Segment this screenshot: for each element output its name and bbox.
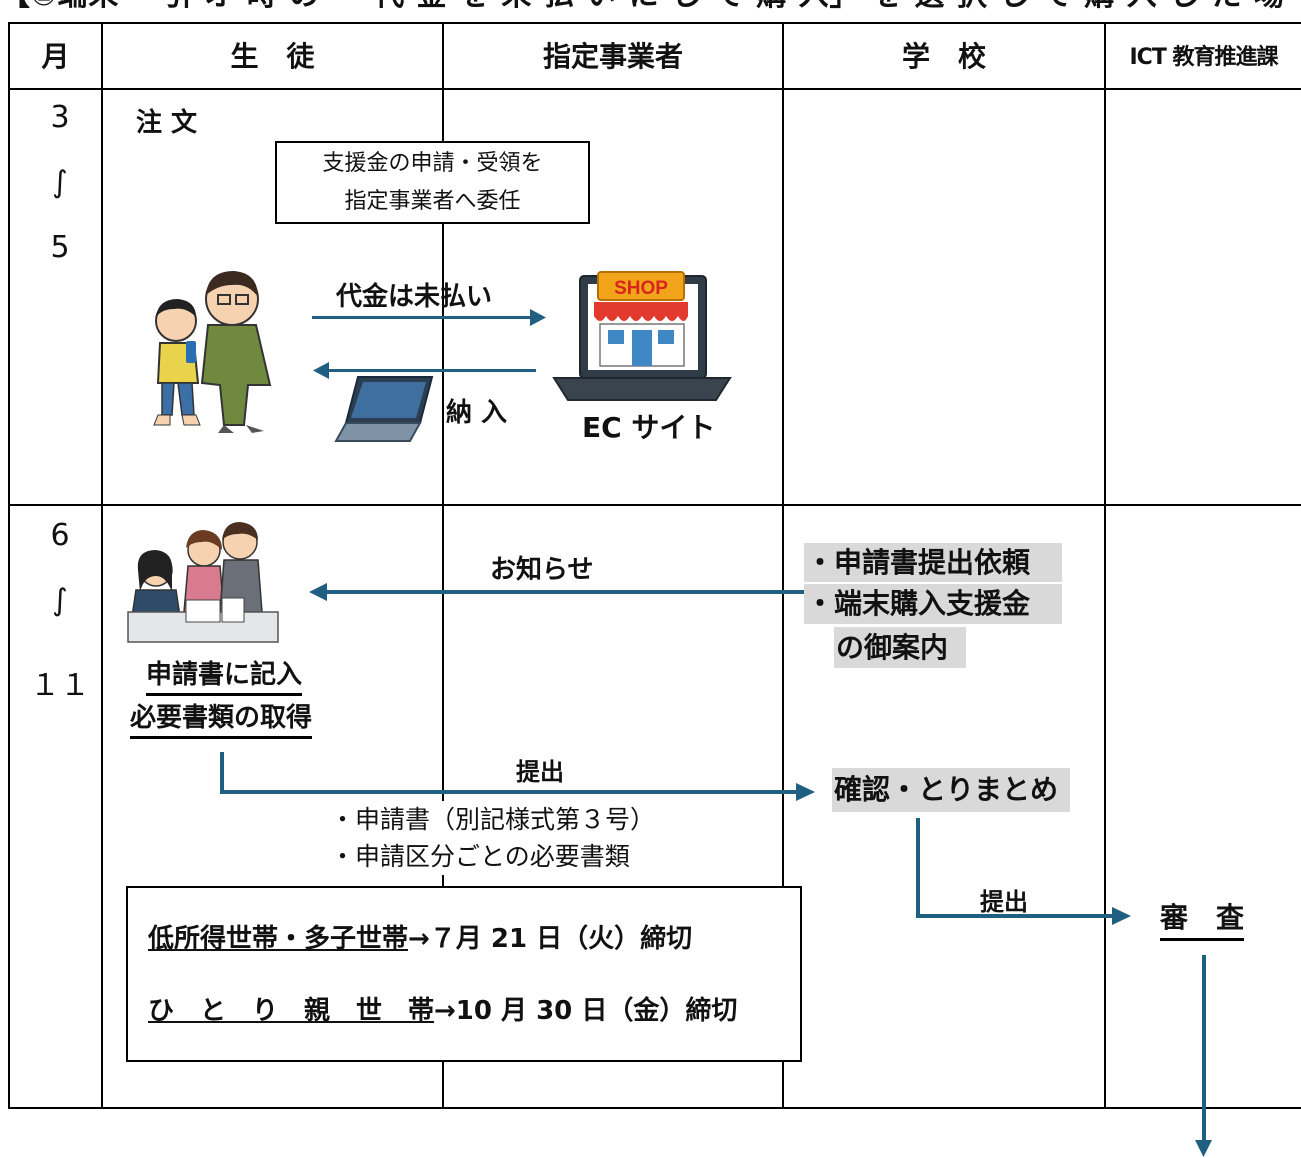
parent-child-illustration xyxy=(153,271,272,433)
review-arrow-vertical xyxy=(1202,955,1206,1143)
submit-doc-2: ・申請区分ごとの必要書類 xyxy=(330,842,630,871)
deadline-group-1: 低所得世帯・多子世帯 xyxy=(148,924,409,954)
notice-label: お知らせ xyxy=(490,555,594,585)
col-divider-school xyxy=(1104,22,1106,1109)
school-confirm: 確認・とりまとめ xyxy=(832,768,1070,812)
submit-label: 提出 xyxy=(516,758,564,786)
delegation-line-2: 指定事業者へ委任 xyxy=(344,189,521,214)
school-item-request: ・申請書提出依頼 xyxy=(804,543,1062,582)
submit-label-2: 提出 xyxy=(980,888,1028,916)
month-start: 3 xyxy=(50,100,70,135)
header-student: 生 徒 xyxy=(230,40,315,73)
deadline-group-2: ひ と り 親 世 帯 xyxy=(148,996,435,1026)
submit-arrow-horizontal xyxy=(220,790,798,794)
submit-arrow-2-head xyxy=(1112,907,1131,925)
ec-site-label: EC サイト xyxy=(582,411,716,444)
school-item-guide: ・端末購入支援金 xyxy=(804,584,1062,624)
student-action-fill-form: 申請書に記入 xyxy=(146,654,303,696)
delivery-arrow-head xyxy=(313,362,329,379)
laptop-icon xyxy=(334,376,434,442)
deadline-single-parent: ひ と り 親 世 帯→10 月 30 日（金）締切 xyxy=(148,990,737,1027)
submit-arrow-2-horizontal xyxy=(916,914,1114,918)
submit-arrow-2-vertical xyxy=(916,818,920,918)
month-start-2: 6 xyxy=(50,518,70,553)
header-designated: 指定事業者 xyxy=(542,40,683,73)
submit-arrow-vertical xyxy=(220,752,224,794)
month-range-symbol-2: ∫ xyxy=(52,583,68,618)
header-ict: ICT 教育推進課 xyxy=(1129,45,1279,70)
review-label: 審 査 xyxy=(1160,896,1245,941)
notice-arrow-line xyxy=(326,590,804,594)
table-bottom-border xyxy=(8,1107,1301,1109)
table-left-border xyxy=(8,22,10,1109)
family-consultation-illustration xyxy=(127,522,279,643)
month-end-2: １１ xyxy=(30,668,90,703)
delivery-arrow-line xyxy=(328,369,536,372)
table-top-border xyxy=(8,22,1301,24)
col-divider-student xyxy=(442,22,444,1109)
header-school: 学 校 xyxy=(901,40,986,73)
student-action-get-docs: 必要書類の取得 xyxy=(130,697,313,739)
deadline-box: 低所得世帯・多子世帯→７月 21 日（火）締切 ひ と り 親 世 帯→10 月… xyxy=(126,886,802,1062)
month-range-symbol: ∫ xyxy=(52,165,68,200)
col-divider-designated xyxy=(782,22,784,1109)
order-arrow-head xyxy=(530,309,546,326)
header-bottom-border xyxy=(8,88,1301,90)
submit-arrow-head xyxy=(796,783,815,801)
review-arrow-head xyxy=(1195,1140,1212,1157)
deadline-text-1: →７月 21 日（火）締切 xyxy=(408,924,693,954)
school-item-guide-cont: の御案内 xyxy=(834,627,966,668)
unpaid-label: 代金は未払い xyxy=(336,282,493,312)
deadline-text-2: →10 月 30 日（金）締切 xyxy=(434,996,738,1026)
shop-sign-text: SHOP xyxy=(614,278,668,299)
ec-shop-laptop-icon: SHOP xyxy=(552,271,732,401)
submit-doc-1: ・申請書（別記様式第３号） xyxy=(330,805,656,834)
row1-bottom-border xyxy=(8,504,1301,506)
delivery-label: 納 入 xyxy=(446,398,508,428)
order-label: 注 文 xyxy=(136,108,198,138)
notice-arrow-head xyxy=(309,583,327,601)
month-end: 5 xyxy=(50,230,70,265)
delegation-line-1: 支援金の申請・受領を xyxy=(322,151,543,176)
order-arrow-line xyxy=(312,316,534,319)
delegation-box: 支援金の申請・受領を 指定事業者へ委任 xyxy=(275,141,590,224)
page-title: 【②端末ー 引 オ 時 の 「 代 金 を 未 払 い に し て 購 入」 を… xyxy=(0,0,1301,13)
col-divider-month xyxy=(101,22,103,1109)
deadline-low-income: 低所得世帯・多子世帯→７月 21 日（火）締切 xyxy=(148,918,692,955)
submit-documents: ・申請書（別記様式第３号） ・申請区分ごとの必要書類 xyxy=(330,801,656,875)
header-month: 月 xyxy=(41,40,70,73)
